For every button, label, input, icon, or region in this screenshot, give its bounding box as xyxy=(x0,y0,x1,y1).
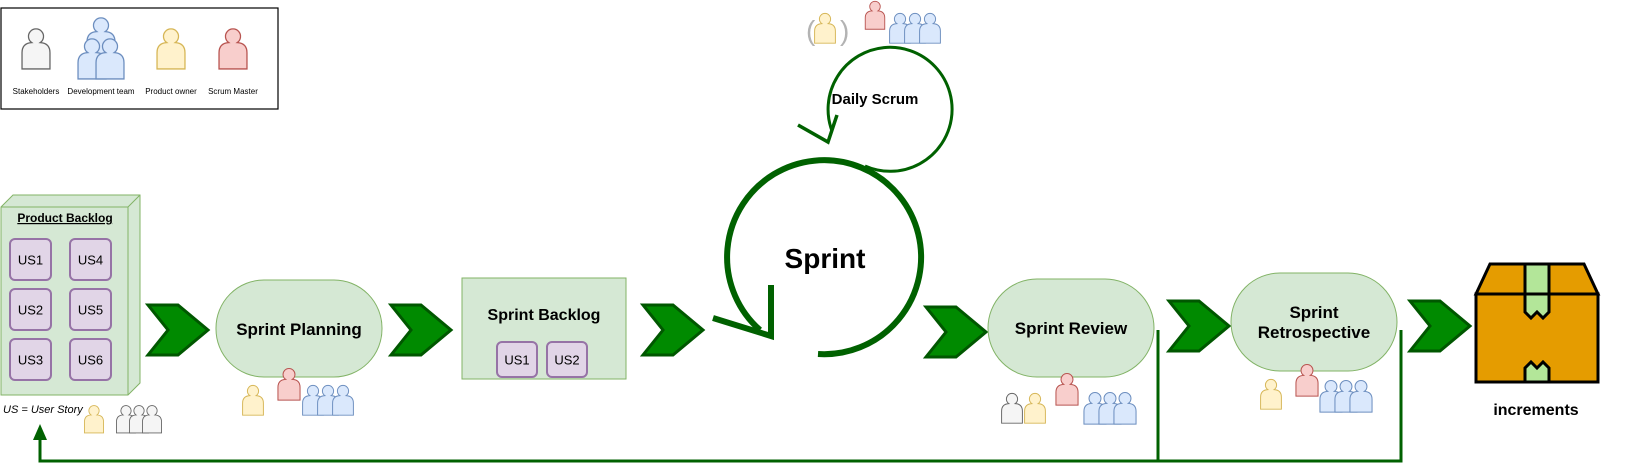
user-story-label: US6 xyxy=(78,353,103,368)
optional-paren-open: ( xyxy=(806,15,816,46)
dev-team-icon xyxy=(1113,391,1137,425)
sprint-backlog: Sprint Backlog US1 US2 xyxy=(461,277,627,380)
flow-chevron-arrow xyxy=(1165,299,1232,353)
user-story-label: US5 xyxy=(78,303,103,318)
flow-chevron-arrow xyxy=(639,303,706,357)
sprint-review-label: Sprint Review xyxy=(1015,319,1128,338)
product-backlog-people xyxy=(84,405,162,434)
stakeholder-icon xyxy=(1001,392,1023,424)
sprint-arrow-head xyxy=(712,285,774,341)
sprint-retrospective: Sprint Retrospective xyxy=(1230,272,1398,413)
sprint-review-people xyxy=(1001,372,1137,425)
sprint-backlog-title: Sprint Backlog xyxy=(488,307,601,324)
legend: Stakeholders Development team Product ow… xyxy=(0,7,279,110)
flow-chevron-arrow xyxy=(1406,299,1473,353)
product-owner-icon xyxy=(84,405,104,434)
user-story-card: US6 xyxy=(69,338,112,381)
increments: increments xyxy=(1473,262,1601,419)
dev-team-icon xyxy=(1349,379,1373,413)
flow-chevron-arrow xyxy=(922,305,989,359)
sprint-retrospective-people xyxy=(1260,363,1373,413)
daily-scrum-cycle-arrow xyxy=(826,45,954,173)
legend-label-dev-team: Development team xyxy=(67,87,134,96)
user-story-label: US2 xyxy=(18,303,43,318)
product-owner-icon xyxy=(1024,392,1046,424)
retro-feedback-line xyxy=(1158,330,1403,463)
user-story-card: US4 xyxy=(69,238,112,281)
sprint-planning-node xyxy=(215,279,383,378)
user-story-label: US1 xyxy=(504,353,529,368)
sprint-planning: Sprint Planning xyxy=(215,279,383,416)
legend-label-stakeholders: Stakeholders xyxy=(13,87,60,96)
sprint-retrospective-node xyxy=(1230,272,1398,372)
review-feedback-line xyxy=(38,330,1160,463)
sprint-retrospective-label-line1: Sprint xyxy=(1289,303,1338,322)
scrum-master-icon xyxy=(864,0,886,30)
flow-arrows xyxy=(144,299,1473,359)
user-story-card: US2 xyxy=(9,288,52,331)
user-story-card: US1 xyxy=(496,341,538,378)
scrum-master-icon xyxy=(1055,372,1079,406)
sprint-cycle: Sprint xyxy=(712,157,925,358)
product-owner-icon xyxy=(242,384,264,416)
feedback-loop xyxy=(33,330,1403,463)
daily-scrum-arrow-head xyxy=(797,114,839,145)
optional-paren-close: ) xyxy=(840,15,849,46)
flow-chevron-arrow xyxy=(387,303,454,357)
daily-scrum: Daily Scrum ( ) xyxy=(797,0,954,173)
product-owner-icon xyxy=(1260,378,1282,410)
sprint-retrospective-label-line2: Retrospective xyxy=(1258,323,1370,342)
dev-team-icon xyxy=(332,384,354,416)
user-story-label: US4 xyxy=(78,253,103,268)
dev-team-icon xyxy=(919,12,941,44)
legend-label-scrum-master: Scrum Master xyxy=(208,87,258,96)
sprint-cycle-arrow xyxy=(724,157,925,358)
user-story-label: US1 xyxy=(18,253,43,268)
product-backlog-title: Product Backlog xyxy=(17,211,112,225)
increments-label: increments xyxy=(1493,402,1578,419)
stakeholder-icon xyxy=(142,405,162,434)
sprint-label: Sprint xyxy=(785,243,866,274)
user-story-card: US2 xyxy=(546,341,588,378)
product-owner-icon xyxy=(814,12,836,44)
user-story-label: US3 xyxy=(18,353,43,368)
daily-scrum-label: Daily Scrum xyxy=(832,91,919,108)
sprint-planning-label: Sprint Planning xyxy=(236,320,362,339)
legend-label-product-owner: Product owner xyxy=(145,87,197,96)
package-icon xyxy=(1473,262,1601,384)
user-story-label: US2 xyxy=(554,353,579,368)
sprint-backlog-stories: US1 US2 xyxy=(496,341,588,378)
flow-chevron-arrow xyxy=(144,303,211,357)
user-story-card: US1 xyxy=(9,238,52,281)
user-story-card: US3 xyxy=(9,338,52,381)
sprint-backlog-box xyxy=(461,277,627,380)
user-story-card: US5 xyxy=(69,288,112,331)
feedback-arrow-head xyxy=(33,424,47,440)
sprint-review: Sprint Review xyxy=(987,278,1155,425)
user-story-note: US = User Story xyxy=(3,404,84,416)
